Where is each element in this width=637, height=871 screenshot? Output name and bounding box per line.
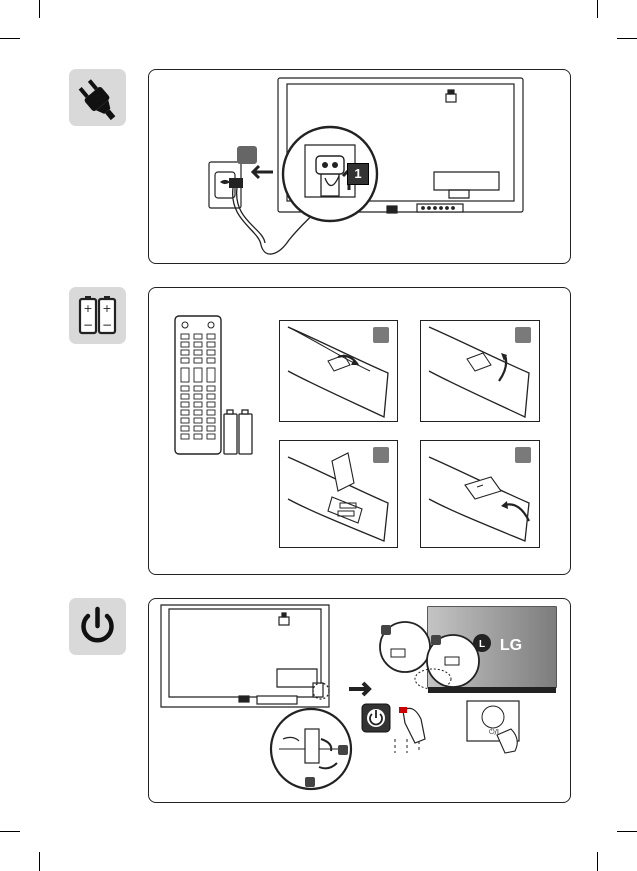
- crop-mark: [0, 831, 20, 832]
- crop-mark: [597, 0, 598, 18]
- svg-text:+: +: [102, 302, 111, 315]
- power-button-icon: [69, 598, 126, 655]
- crop-mark: [39, 0, 40, 18]
- power-on-panel: L LG ⏻/I: [148, 598, 571, 803]
- svg-text:L: L: [479, 639, 485, 650]
- crop-mark: [39, 852, 40, 871]
- svg-text:+: +: [83, 302, 92, 315]
- remote-control-illustration: [169, 310, 279, 460]
- crop-mark: [617, 38, 637, 39]
- power-connection-panel: 1: [148, 69, 571, 264]
- power-key-label: ⏻/I: [479, 728, 509, 737]
- step-badge: [237, 146, 257, 164]
- power-plug-icon: [69, 69, 126, 126]
- battery-install-panel: [148, 287, 571, 575]
- callout-number: 1: [347, 163, 369, 185]
- batteries-icon: + + − −: [69, 287, 126, 344]
- step-badge: [515, 447, 531, 463]
- battery-step-1: [279, 320, 398, 422]
- crop-mark: [617, 831, 637, 832]
- svg-text:−: −: [102, 318, 112, 332]
- step-badge: [373, 447, 389, 463]
- step-badge: [373, 327, 389, 343]
- step-badge: [515, 327, 531, 343]
- brand-logo: LG: [500, 637, 522, 654]
- battery-step-2: [420, 320, 540, 422]
- battery-step-3: [279, 440, 398, 548]
- battery-pair: [224, 410, 252, 454]
- battery-step-4: [420, 440, 540, 548]
- crop-mark: [0, 38, 20, 39]
- crop-mark: [597, 852, 598, 871]
- tv-back-illustration: [161, 605, 329, 707]
- svg-text:−: −: [83, 318, 93, 332]
- rear-zoom-circle: [271, 709, 351, 789]
